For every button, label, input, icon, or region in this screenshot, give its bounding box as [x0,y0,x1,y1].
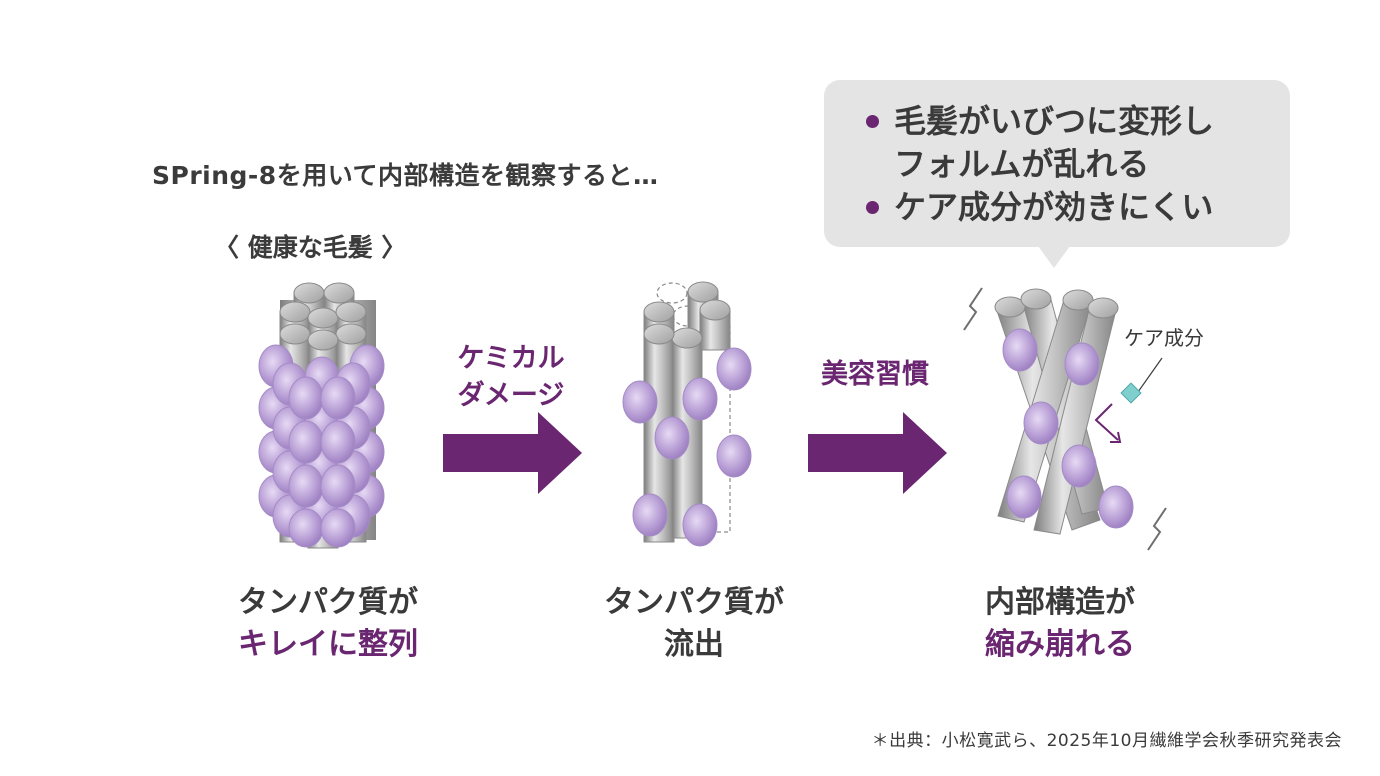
arrow-label-line: ダメージ [457,380,565,411]
zigzag-icon [1147,507,1167,551]
caption-line: タンパク質が [604,585,784,620]
arrow-beauty-habits [808,412,947,494]
arrow-label-chemical: ケミカル ダメージ [436,340,586,414]
source-note: ＊出典：小松寛武ら、2025年10月繊維学会秋季研究発表会 [871,731,1342,751]
care-ingredient-icon [1120,382,1142,404]
caption-left: タンパク質が キレイに整列 [218,582,438,666]
bubble-item: フォルムが乱れる [894,145,1150,183]
healthy-hair-bundle [258,282,385,549]
healthy-hair-label: 〈 健康な毛髪 〉 [214,233,407,262]
caption-emphasis: 縮み崩れる [985,627,1135,662]
arrow-label-beauty: 美容習慣 [800,356,950,393]
arrow-chemical-damage [443,412,582,494]
bubble-list: 毛髪がいびつに変形し フォルムが乱れる ケア成分が効きにくい [864,100,1214,229]
caption-line: 内部構造が [985,585,1135,620]
care-ingredient-label: ケア成分 [1124,326,1204,350]
caption-middle: タンパク質が 流出 [584,582,804,666]
collapsed-hair-structure [963,287,1167,551]
caption-line: タンパク質が [238,585,418,620]
deflect-arrow-icon [1094,403,1119,441]
caption-line: 流出 [664,627,724,662]
zigzag-icon [963,287,983,331]
damaged-hair-bundle [622,281,752,547]
arrow-label-line: ケミカル [457,343,565,374]
lead-text: SPring-8を用いて内部構造を観察すると… [152,161,659,190]
bubble-item: 毛髪がいびつに変形し [864,100,1214,143]
protein-cluster [258,344,385,548]
bubble-item: ケア成分が効きにくい [864,186,1214,229]
arrow-label-line: 美容習慣 [821,359,929,390]
speech-bubble [824,80,1290,247]
speech-bubble-tail [1038,246,1070,268]
caption-right: 内部構造が 縮み崩れる [950,582,1170,666]
caption-emphasis: キレイに整列 [238,627,418,662]
